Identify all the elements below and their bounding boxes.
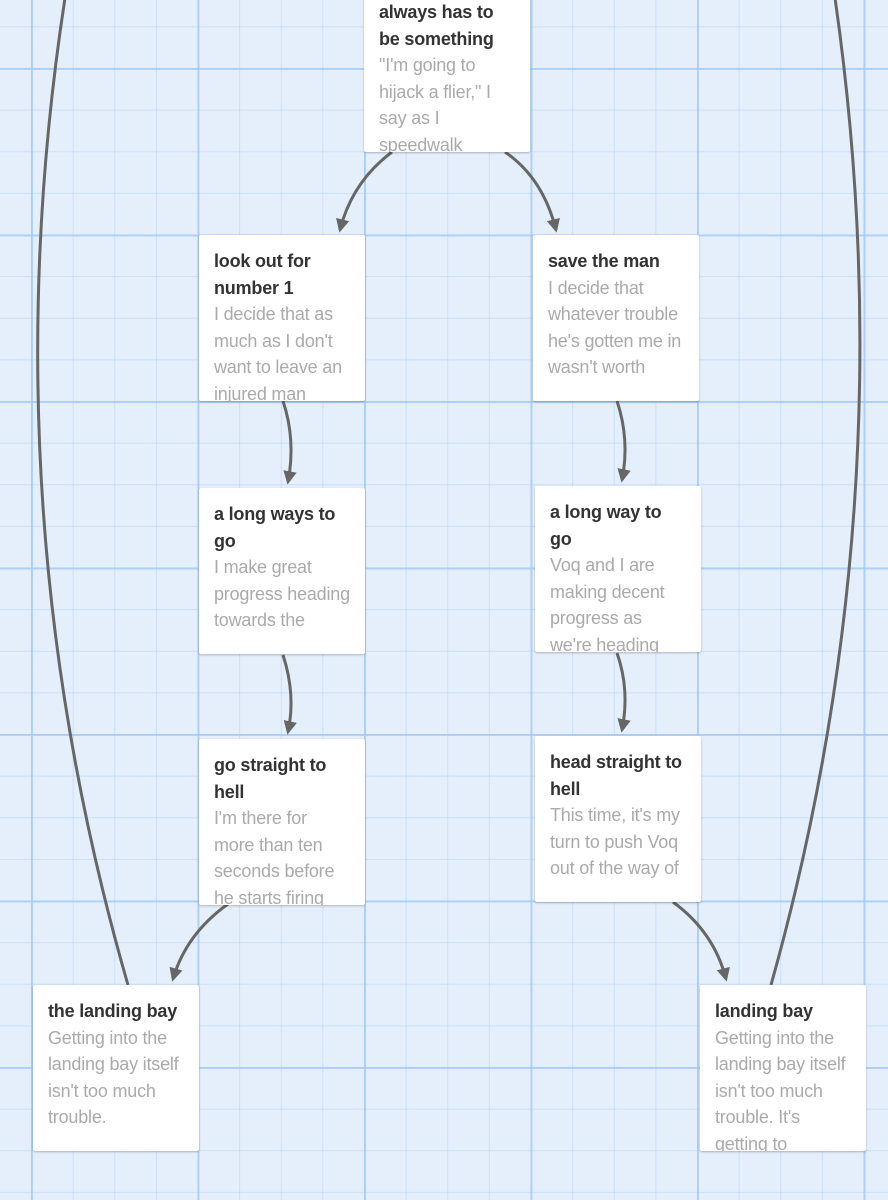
passage-title: a long way to go [550, 502, 662, 549]
passage-excerpt: Getting into the landing bay itself isn'… [48, 1027, 179, 1128]
link-arrow [336, 150, 393, 233]
link-arrow [281, 400, 297, 485]
link-line [769, 0, 862, 986]
passage-title: landing bay [715, 1001, 813, 1021]
passage-title: the landing bay [48, 1001, 178, 1021]
passage-card[interactable]: always has to be something "I'm going to… [364, 0, 530, 152]
passage-card[interactable]: look out for number 1 I decide that as m… [199, 235, 365, 401]
passage-title: look out for number 1 [214, 251, 311, 298]
link-arrow [169, 902, 229, 982]
passage-excerpt: This time, it's my turn to push Voq out … [550, 805, 680, 878]
passage-excerpt: I decide that as much as I don't want to… [214, 304, 342, 401]
passage-excerpt: Getting into the landing bay itself isn'… [715, 1027, 846, 1152]
passage-card[interactable]: landing bay Getting into the landing bay… [700, 985, 866, 1151]
passage-title: always has to be something [379, 2, 494, 49]
passage-excerpt: I'm there for more than ten seconds befo… [214, 808, 335, 905]
link-arrow [672, 900, 730, 982]
link-arrow [504, 150, 560, 233]
passage-title: save the man [548, 251, 660, 271]
passage-excerpt: Voq and I are making decent progress as … [550, 555, 665, 652]
link-arrow [281, 654, 297, 735]
passage-card[interactable]: the landing bay Getting into the landing… [33, 985, 199, 1151]
link-arrow [615, 652, 631, 733]
passage-card[interactable]: a long ways to go I make great progress … [199, 488, 365, 654]
passage-title: go straight to hell [214, 755, 327, 802]
passage-excerpt: I make great progress heading towards th… [214, 557, 350, 630]
passage-title: head straight to hell [550, 752, 682, 799]
link-line [36, 0, 130, 986]
passage-card[interactable]: head straight to hell This time, it's my… [535, 736, 701, 902]
passage-excerpt: I decide that whatever trouble he's gott… [548, 277, 682, 378]
passage-card[interactable]: a long way to go Voq and I are making de… [535, 486, 701, 652]
passage-title: a long ways to go [214, 504, 336, 551]
passage-excerpt: "I'm going to hijack a flier," I say as … [379, 55, 491, 152]
passage-card[interactable]: save the man I decide that whatever trou… [533, 235, 699, 401]
link-arrow [615, 400, 631, 483]
passage-card[interactable]: go straight to hell I'm there for more t… [199, 739, 365, 905]
